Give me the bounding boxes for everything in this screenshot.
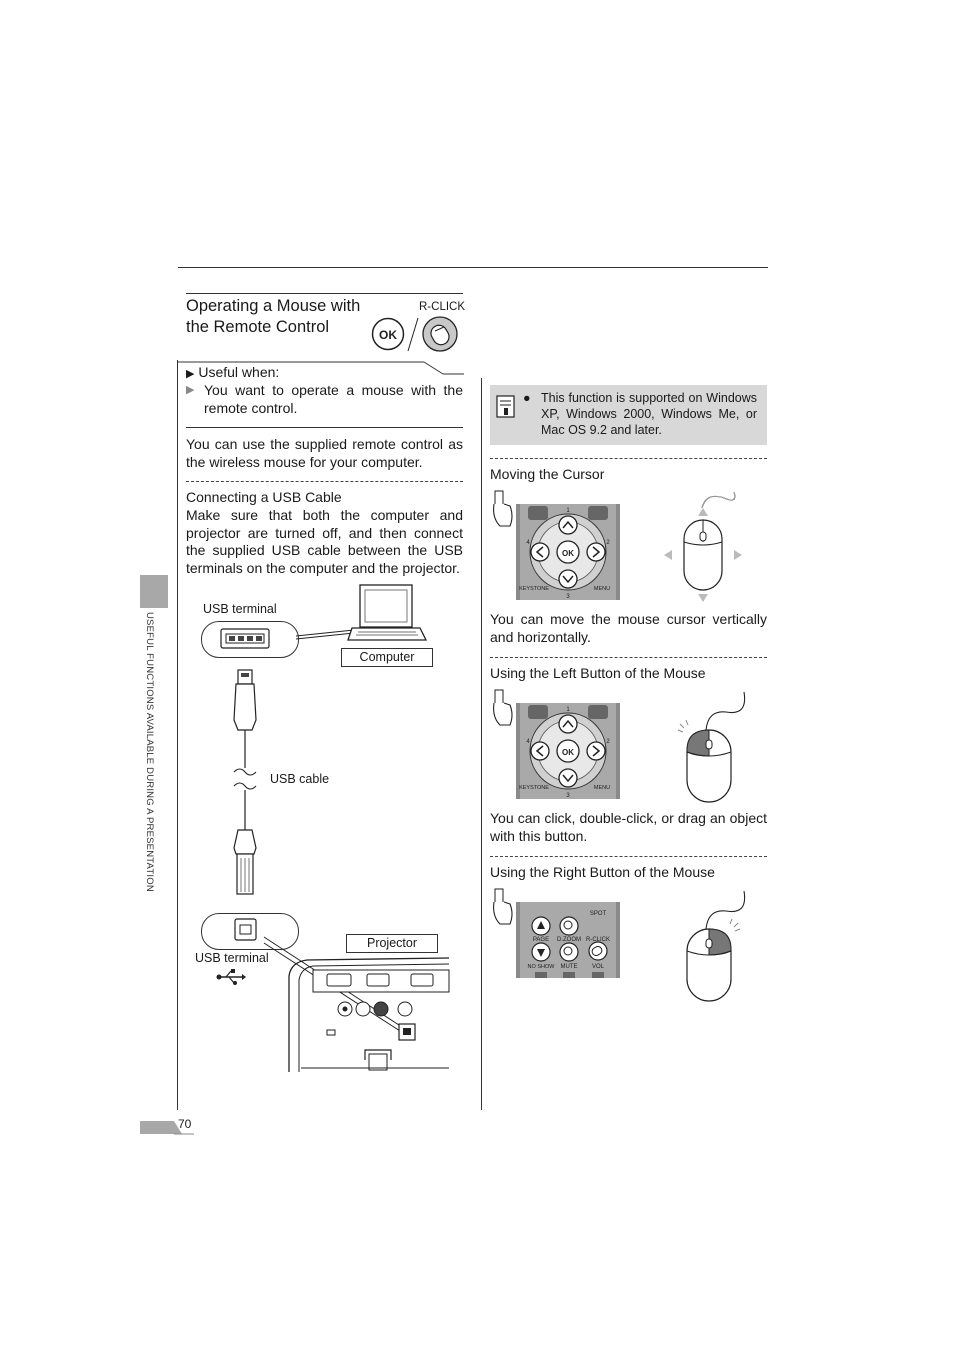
section-title: Operating a Mouse with the Remote Contro… <box>186 297 361 336</box>
usb-cable-label: USB cable <box>270 772 330 786</box>
mouse-move-icon <box>664 491 742 602</box>
remote-num-label: 3 <box>566 793 570 799</box>
usb-terminal-bottom-label: USB terminal <box>195 951 269 965</box>
connecting-heading: Connecting a USB Cable <box>186 489 342 505</box>
dash-divider <box>186 481 463 482</box>
remote-menu-label: MENU <box>594 785 610 791</box>
dash-divider <box>490 657 767 658</box>
projector-label: Projector <box>346 934 438 953</box>
remote-rclick-panel: PAGE D.ZOOM R-CLICK SPOT NO SHOW MUTE VO… <box>516 902 620 978</box>
mouse-left-click-icon <box>677 691 746 803</box>
usb-cable-icon <box>233 669 257 895</box>
remote-dzoom-label: D.ZOOM <box>557 937 581 943</box>
remote-mute-label: MUTE <box>561 964 578 970</box>
usb-b-port-icon <box>234 918 257 941</box>
ok-icon-label: OK <box>379 328 397 342</box>
right-button-heading: Using the Right Button of the Mouse <box>490 864 715 880</box>
useful-frame <box>178 361 464 375</box>
laptop-icon <box>347 584 428 641</box>
top-rule <box>178 267 768 268</box>
column-divider <box>481 378 482 1110</box>
remote-num-label: 1 <box>566 707 570 713</box>
memo-icon <box>496 395 515 418</box>
usb-terminal-top-label: USB terminal <box>203 602 277 616</box>
ok-button-icon: OK <box>371 317 405 351</box>
useful-item: ▶ You want to operate a mouse with the r… <box>186 382 463 416</box>
hand-remote-icon <box>493 490 513 527</box>
remote-noshow-label: NO SHOW <box>528 964 556 970</box>
computer-label: Computer <box>341 648 433 667</box>
intro-text: You can use the supplied remote control … <box>186 436 463 470</box>
triangle-bullet-icon: ▶ <box>186 384 195 396</box>
sidebar-tab <box>140 575 168 608</box>
remote-dpad-panel: OK 1 2 3 4 KEYSTONE MENU <box>516 504 620 600</box>
remote-num-label: 2 <box>606 540 610 546</box>
remote-ok-label: OK <box>562 748 574 757</box>
usb-symbol-icon <box>216 969 246 985</box>
left-button-body: You can click, double-click, or drag an … <box>490 810 767 844</box>
rclick-label: R-CLICK <box>419 301 466 313</box>
note-bullet-icon: ● <box>523 391 531 405</box>
moving-body: You can move the mouse cursor vertically… <box>490 611 767 645</box>
remote-dpad-panel: OK 1 2 3 4 KEYSTONE MENU <box>516 703 620 799</box>
sidebar-label: USEFUL FUNCTIONS AVAILABLE DURING A PRES… <box>144 612 155 892</box>
title-underline <box>186 293 463 294</box>
remote-menu-label: MENU <box>594 586 610 592</box>
callout-line-top <box>295 629 355 640</box>
note-text: This function is supported on Windows XP… <box>541 391 757 437</box>
remote-rclick-label: R-CLICK <box>586 937 610 943</box>
mouse-right-click-icon <box>686 890 746 1002</box>
left-column-border <box>177 360 178 1110</box>
remote-num-label: 1 <box>566 508 570 514</box>
remote-num-label: 4 <box>526 739 530 745</box>
remote-keystone-label: KEYSTONE <box>519 785 549 791</box>
useful-heading: ▶ Useful when: <box>186 364 280 380</box>
page-number-tab <box>140 1121 194 1135</box>
slash-divider <box>407 317 419 352</box>
dash-divider <box>490 458 767 459</box>
remote-vol-label: VOL <box>592 964 605 970</box>
remote-spot-label: SPOT <box>590 911 607 917</box>
moving-heading: Moving the Cursor <box>490 466 605 482</box>
projector-panel-icon <box>288 957 450 1072</box>
usb-a-port-icon <box>220 628 270 649</box>
remote-num-label: 2 <box>606 739 610 745</box>
connecting-body: Make sure that both the computer and pro… <box>186 507 463 576</box>
triangle-bullet-icon: ▶ <box>186 368 195 380</box>
note-box <box>490 385 767 445</box>
hand-remote-icon <box>493 689 513 726</box>
useful-divider <box>186 427 463 428</box>
left-button-heading: Using the Left Button of the Mouse <box>490 665 706 681</box>
remote-num-label: 4 <box>526 540 530 546</box>
dash-divider <box>490 856 767 857</box>
remote-page-label: PAGE <box>533 937 549 943</box>
remote-keystone-label: KEYSTONE <box>519 586 549 592</box>
hand-remote-icon <box>493 888 513 925</box>
remote-num-label: 3 <box>566 594 570 600</box>
remote-ok-label: OK <box>562 549 574 558</box>
page-number: 70 <box>178 1117 192 1131</box>
rclick-button-icon <box>422 316 458 352</box>
